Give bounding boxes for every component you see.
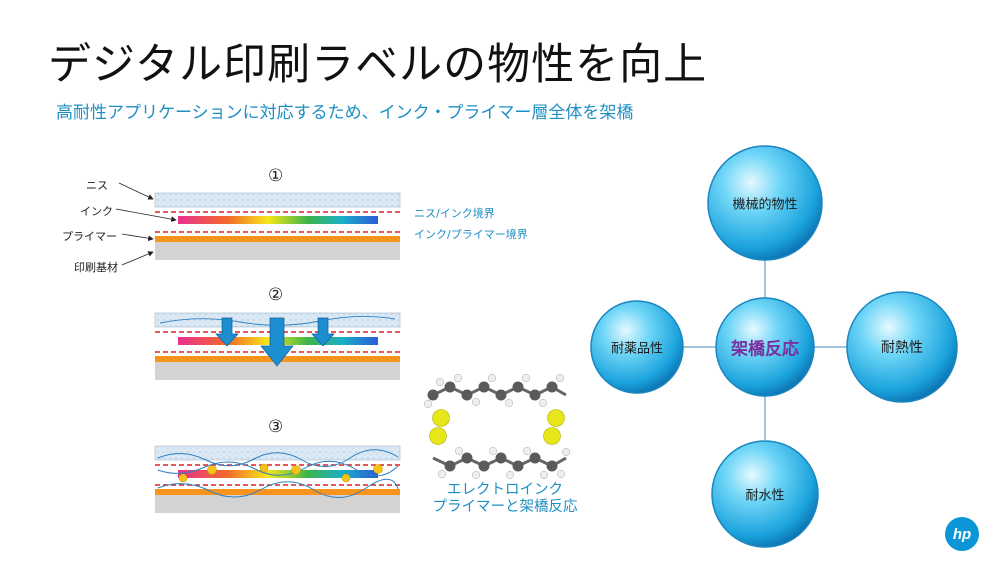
label-boundary-ink-primer: インク/プライマー境界 <box>414 228 528 241</box>
layer-stack-3 <box>154 445 401 513</box>
slide-subtitle: 高耐性アプリケーションに対応するため、インク・プライマー層全体を架橋 <box>56 103 634 123</box>
slide-title: デジタル印刷ラベルの物性を向上 <box>48 40 708 90</box>
step-2-number: ② <box>268 285 284 305</box>
molecule-caption: エレクトロインク プライマーと架橋反応 <box>410 482 600 516</box>
label-ink: インク <box>80 205 113 218</box>
layer-stack-1 <box>115 182 401 266</box>
layer-stack-2 <box>154 312 401 380</box>
bubble-mechanical: 機械的物性 <box>732 197 798 213</box>
bubble-chemical-resistance: 耐薬品性 <box>610 341 664 357</box>
diagram-connectors <box>682 260 850 440</box>
label-varnish: ニス <box>86 179 108 192</box>
bubble-crosslink-center: 架橋反応 <box>731 339 799 360</box>
label-substrate: 印刷基材 <box>74 261 118 274</box>
hp-logo: hp <box>945 517 979 551</box>
bubble-heat-resistance: 耐熱性 <box>881 340 923 356</box>
molecule-image <box>423 373 571 480</box>
step-3-number: ③ <box>268 417 284 437</box>
label-boundary-varnish-ink: ニス/インク境界 <box>414 207 495 220</box>
label-primer: プライマー <box>62 230 117 243</box>
step-1-number: ① <box>268 166 284 186</box>
caption-line-1: エレクトロインク <box>447 482 563 498</box>
caption-line-2: プライマーと架橋反応 <box>432 499 578 515</box>
bubble-water-resistance: 耐水性 <box>745 488 785 504</box>
diagram-bubbles <box>590 145 958 548</box>
